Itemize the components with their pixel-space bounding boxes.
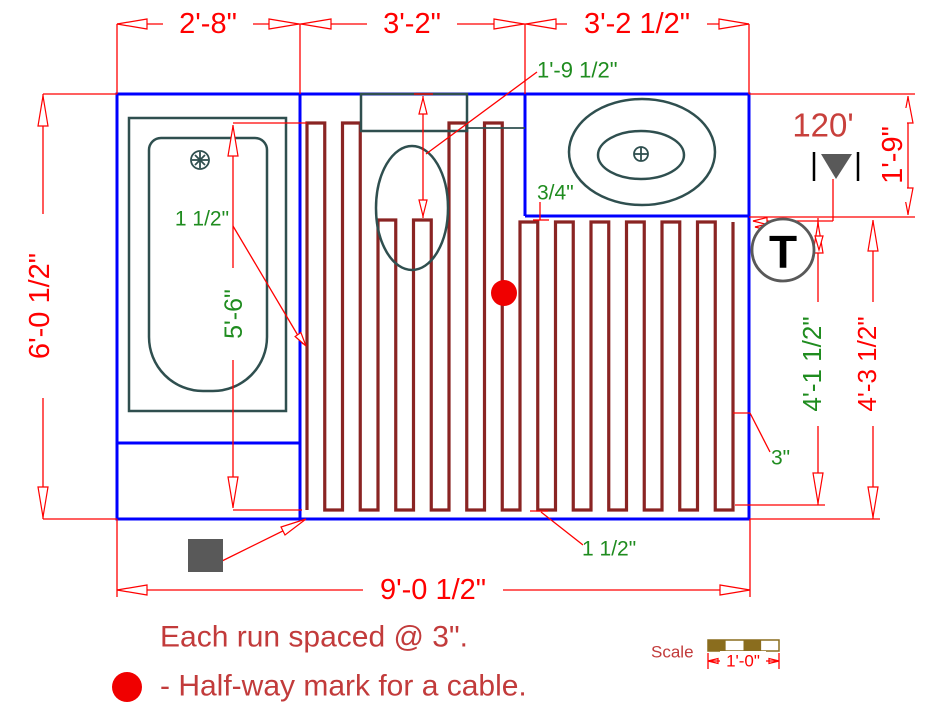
dim-top-3-label: 3'-2 1/2" bbox=[584, 8, 690, 40]
arrowhead bbox=[812, 472, 824, 504]
arrowhead bbox=[37, 486, 49, 518]
arrowhead bbox=[814, 235, 824, 253]
toilet-clearance-label: 1'-9 1/2" bbox=[537, 58, 618, 83]
heating-cable bbox=[305, 121, 735, 512]
right-wall-gap-label: 3" bbox=[771, 447, 790, 470]
label-backgrounds bbox=[26, 10, 907, 604]
leader-toilet-clearance bbox=[425, 71, 538, 155]
cable-lead-triangle-icon bbox=[821, 154, 852, 179]
scale-label: Scale bbox=[651, 643, 694, 662]
scale-bar-segment bbox=[725, 640, 744, 651]
green-annotations: 1'-9 1/2" 3/4" 1 1/2" 3" 1 1/2" bbox=[175, 58, 790, 561]
vanity-gap-label: 3/4" bbox=[537, 182, 574, 205]
sink-outer bbox=[567, 97, 717, 207]
toilet-tank bbox=[359, 92, 469, 133]
dim-room-right-label: 4'-3 1/2" bbox=[852, 316, 882, 411]
legend-halfway-dot bbox=[112, 672, 142, 702]
scale-indicator: Scale 1'-0" bbox=[651, 639, 780, 671]
leader-left-wall-gap bbox=[232, 225, 304, 345]
cable-lead-symbol bbox=[812, 152, 860, 181]
bathtub-drain-icon bbox=[190, 150, 210, 170]
dim-bottom-label: 9'-0 1/2" bbox=[380, 574, 486, 606]
arrowhead bbox=[300, 18, 332, 30]
arrowhead bbox=[227, 476, 239, 508]
left-wall-gap-label: 1 1/2" bbox=[175, 208, 229, 231]
junction-box-square bbox=[188, 539, 223, 572]
dim-tub-zone-label: 5'-6" bbox=[220, 289, 248, 339]
bathtub-inner bbox=[147, 136, 269, 393]
arrowhead bbox=[867, 486, 879, 518]
arrowhead bbox=[493, 18, 525, 30]
toilet-bowl bbox=[374, 144, 450, 272]
dim-left-label: 6'-0 1/2" bbox=[24, 253, 56, 359]
dim-right-upper-label: 1'-9" bbox=[877, 126, 909, 184]
arrowheads bbox=[37, 18, 914, 665]
arrowhead bbox=[752, 216, 768, 226]
scale-value-label: 1'-0" bbox=[726, 652, 760, 671]
arrowhead bbox=[718, 18, 750, 30]
halfway-mark-dot bbox=[491, 280, 517, 306]
thermostat-label: T bbox=[769, 226, 797, 278]
scale-bar-segment bbox=[708, 640, 726, 651]
scale-bar-segment bbox=[761, 640, 779, 651]
text-annotations: 120' Each run spaced @ 3". - Half-way ma… bbox=[112, 107, 854, 703]
cable-length-label: 120' bbox=[792, 107, 853, 144]
leader-right-wall-gap bbox=[749, 412, 771, 453]
halfway-legend-note: - Half-way mark for a cable. bbox=[160, 670, 527, 703]
bathtub-outer bbox=[127, 116, 288, 413]
dim-top-1-label: 2'-8" bbox=[179, 8, 237, 40]
arrowhead bbox=[867, 220, 879, 252]
leader-bottom-gap bbox=[540, 511, 584, 546]
arrowhead bbox=[116, 584, 148, 596]
arrowhead bbox=[525, 18, 557, 30]
dim-top-2-label: 3'-2" bbox=[383, 8, 441, 40]
arrowhead bbox=[418, 199, 428, 217]
bottom-gap-label: 1 1/2" bbox=[582, 538, 636, 561]
arrowhead bbox=[268, 18, 300, 30]
arrowhead bbox=[719, 584, 751, 596]
sink-drain-icon bbox=[633, 146, 649, 162]
arrowhead bbox=[294, 331, 307, 347]
arrowhead bbox=[280, 518, 307, 536]
arrowhead bbox=[227, 125, 239, 157]
arrowhead bbox=[116, 18, 148, 30]
heating-cable-path bbox=[305, 121, 735, 512]
spacing-note: Each run spaced @ 3". bbox=[160, 621, 468, 654]
arrowhead bbox=[418, 97, 428, 115]
arrowhead bbox=[37, 95, 49, 127]
thermostat-circle bbox=[750, 217, 816, 283]
dimension-labels: 2'-8" 3'-2" 3'-2 1/2" 6'-0 1/2" 9'-0 1/2… bbox=[24, 8, 909, 606]
symbols: T bbox=[188, 152, 860, 572]
thermostat-symbol: T bbox=[750, 217, 816, 283]
scale-bar-segment bbox=[743, 640, 762, 651]
dim-cable-zone-label: 4'-1 1/2" bbox=[797, 316, 827, 411]
sink-inner bbox=[596, 129, 686, 181]
